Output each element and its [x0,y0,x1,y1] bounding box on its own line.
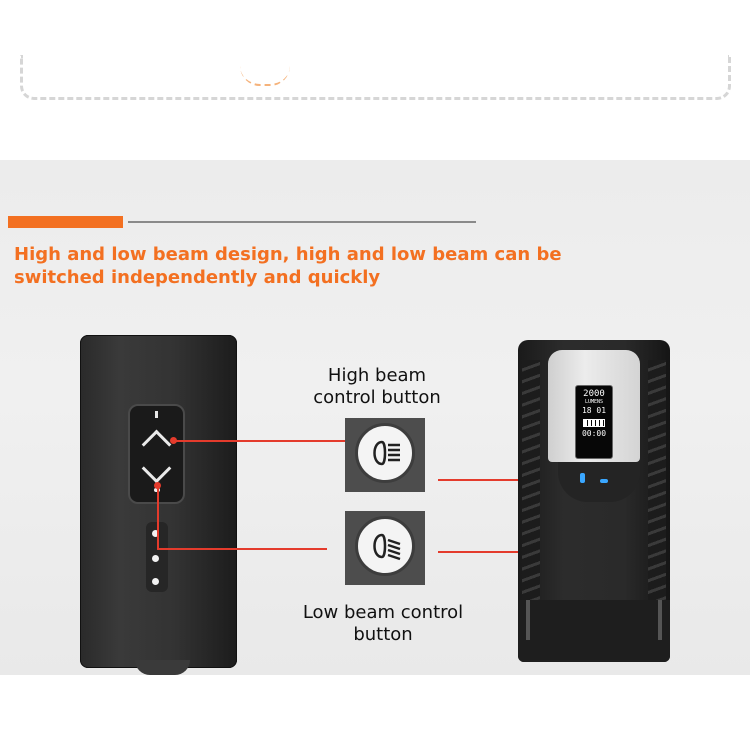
high-beam-connector-line [174,440,346,442]
bike-light-base [518,600,670,662]
bottom-band [0,675,750,750]
section-accent-bar [8,216,123,228]
low-beam-blue-led [600,479,608,483]
low-beam-headlight-icon [373,533,401,561]
high-beam-label: High beam control button [292,365,462,409]
lumens-unit: LUMENS [584,399,604,405]
low-beam-icon-ring [355,516,415,576]
indicator-tick [155,411,158,418]
lumens-value: 2000 [583,389,605,399]
high-beam-connector-start [170,437,177,444]
headline-line-2: switched independently and quickly [14,267,381,288]
low-beam-connector-vertical [157,486,159,549]
battery-level-icon [583,419,605,427]
timer-readout: 00:00 [581,429,607,438]
low-beam-connector-line [157,548,327,550]
battery-led-3 [152,578,159,585]
right-grip-rail [648,360,666,600]
high-beam-headlight-icon [373,440,400,466]
low-beam-connector-start [154,482,161,489]
dashed-frame-decoration [20,55,731,100]
battery-led-1 [152,530,159,537]
indicator-bar [558,462,640,502]
bike-light-mount [135,660,190,675]
top-band [0,0,750,160]
base-notch-left [526,600,530,640]
base-notch-right [658,600,662,640]
low-beam-button-down-arrow-icon[interactable] [141,453,172,484]
high-beam-indicator-connector [438,479,576,481]
high-beam-label-line-1: High beam [327,365,427,386]
low-beam-icon-tile [345,511,425,585]
dashed-accent-decoration [240,66,290,86]
battery-led-2 [152,555,159,562]
high-beam-blue-led [580,473,585,483]
high-beam-label-line-2: control button [313,387,441,408]
headline-line-1: High and low beam design, high and low b… [14,244,562,265]
high-beam-icon-ring [355,423,415,483]
left-grip-rail [522,360,540,600]
low-beam-label-line-1: Low beam control [302,602,464,623]
low-beam-label-line-2: button [353,624,413,645]
low-beam-label: Low beam control button [288,602,478,646]
lumens-display: 2000 LUMENS 18 01 00:00 [575,385,613,459]
high-beam-icon-tile [345,418,425,492]
feature-headline: High and low beam design, high and low b… [14,243,574,289]
section-divider [128,221,476,223]
mode-readout: 18 01 [581,406,607,415]
